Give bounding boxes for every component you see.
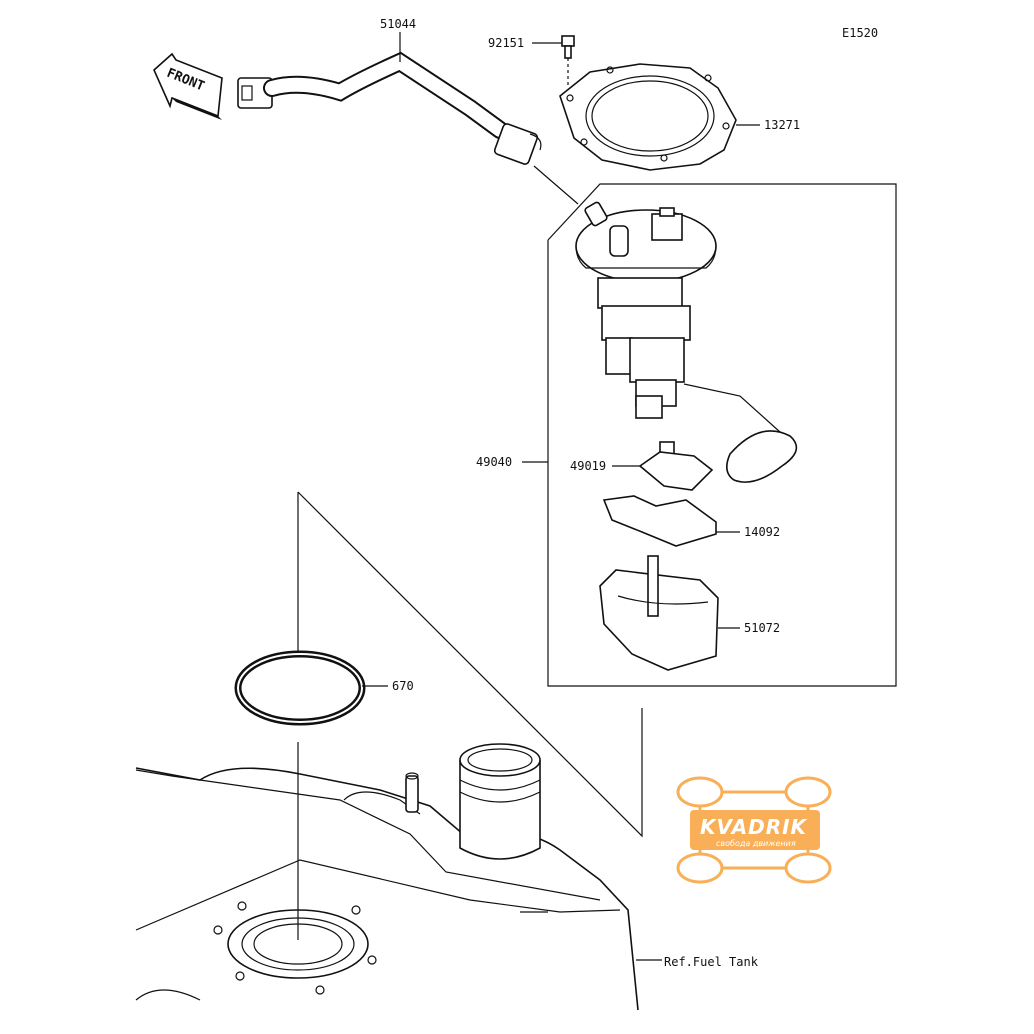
fuel-pump-49040 <box>575 201 798 483</box>
cover-14092 <box>602 495 740 547</box>
part-label-670: 670 <box>392 679 414 693</box>
part-label-92151: 92151 <box>488 36 524 50</box>
kvadrik-logo: KVADRIK свобода движения <box>676 776 832 884</box>
reference-label: Ref.Fuel Tank <box>664 955 759 969</box>
front-arrow-icon: FRONT <box>153 52 223 120</box>
logo-tagline: свобода движения <box>716 839 796 848</box>
part-label-49040: 49040 <box>476 455 512 469</box>
bolt-92151 <box>532 35 575 88</box>
logo-brand: KVADRIK <box>700 815 808 839</box>
filter-49019 <box>612 441 714 491</box>
part-label-13271: 13271 <box>764 118 800 132</box>
fuel-hose-51044 <box>237 32 542 165</box>
o-ring-670 <box>234 650 388 726</box>
part-label-49019: 49019 <box>570 459 606 473</box>
diagram-code: E1520 <box>842 26 878 40</box>
cup-51072 <box>599 555 740 671</box>
part-label-51044: 51044 <box>380 17 416 31</box>
fuel-tank <box>135 743 662 1011</box>
plate-13271 <box>559 63 760 171</box>
part-label-51072: 51072 <box>744 621 780 635</box>
part-label-14092: 14092 <box>744 525 780 539</box>
